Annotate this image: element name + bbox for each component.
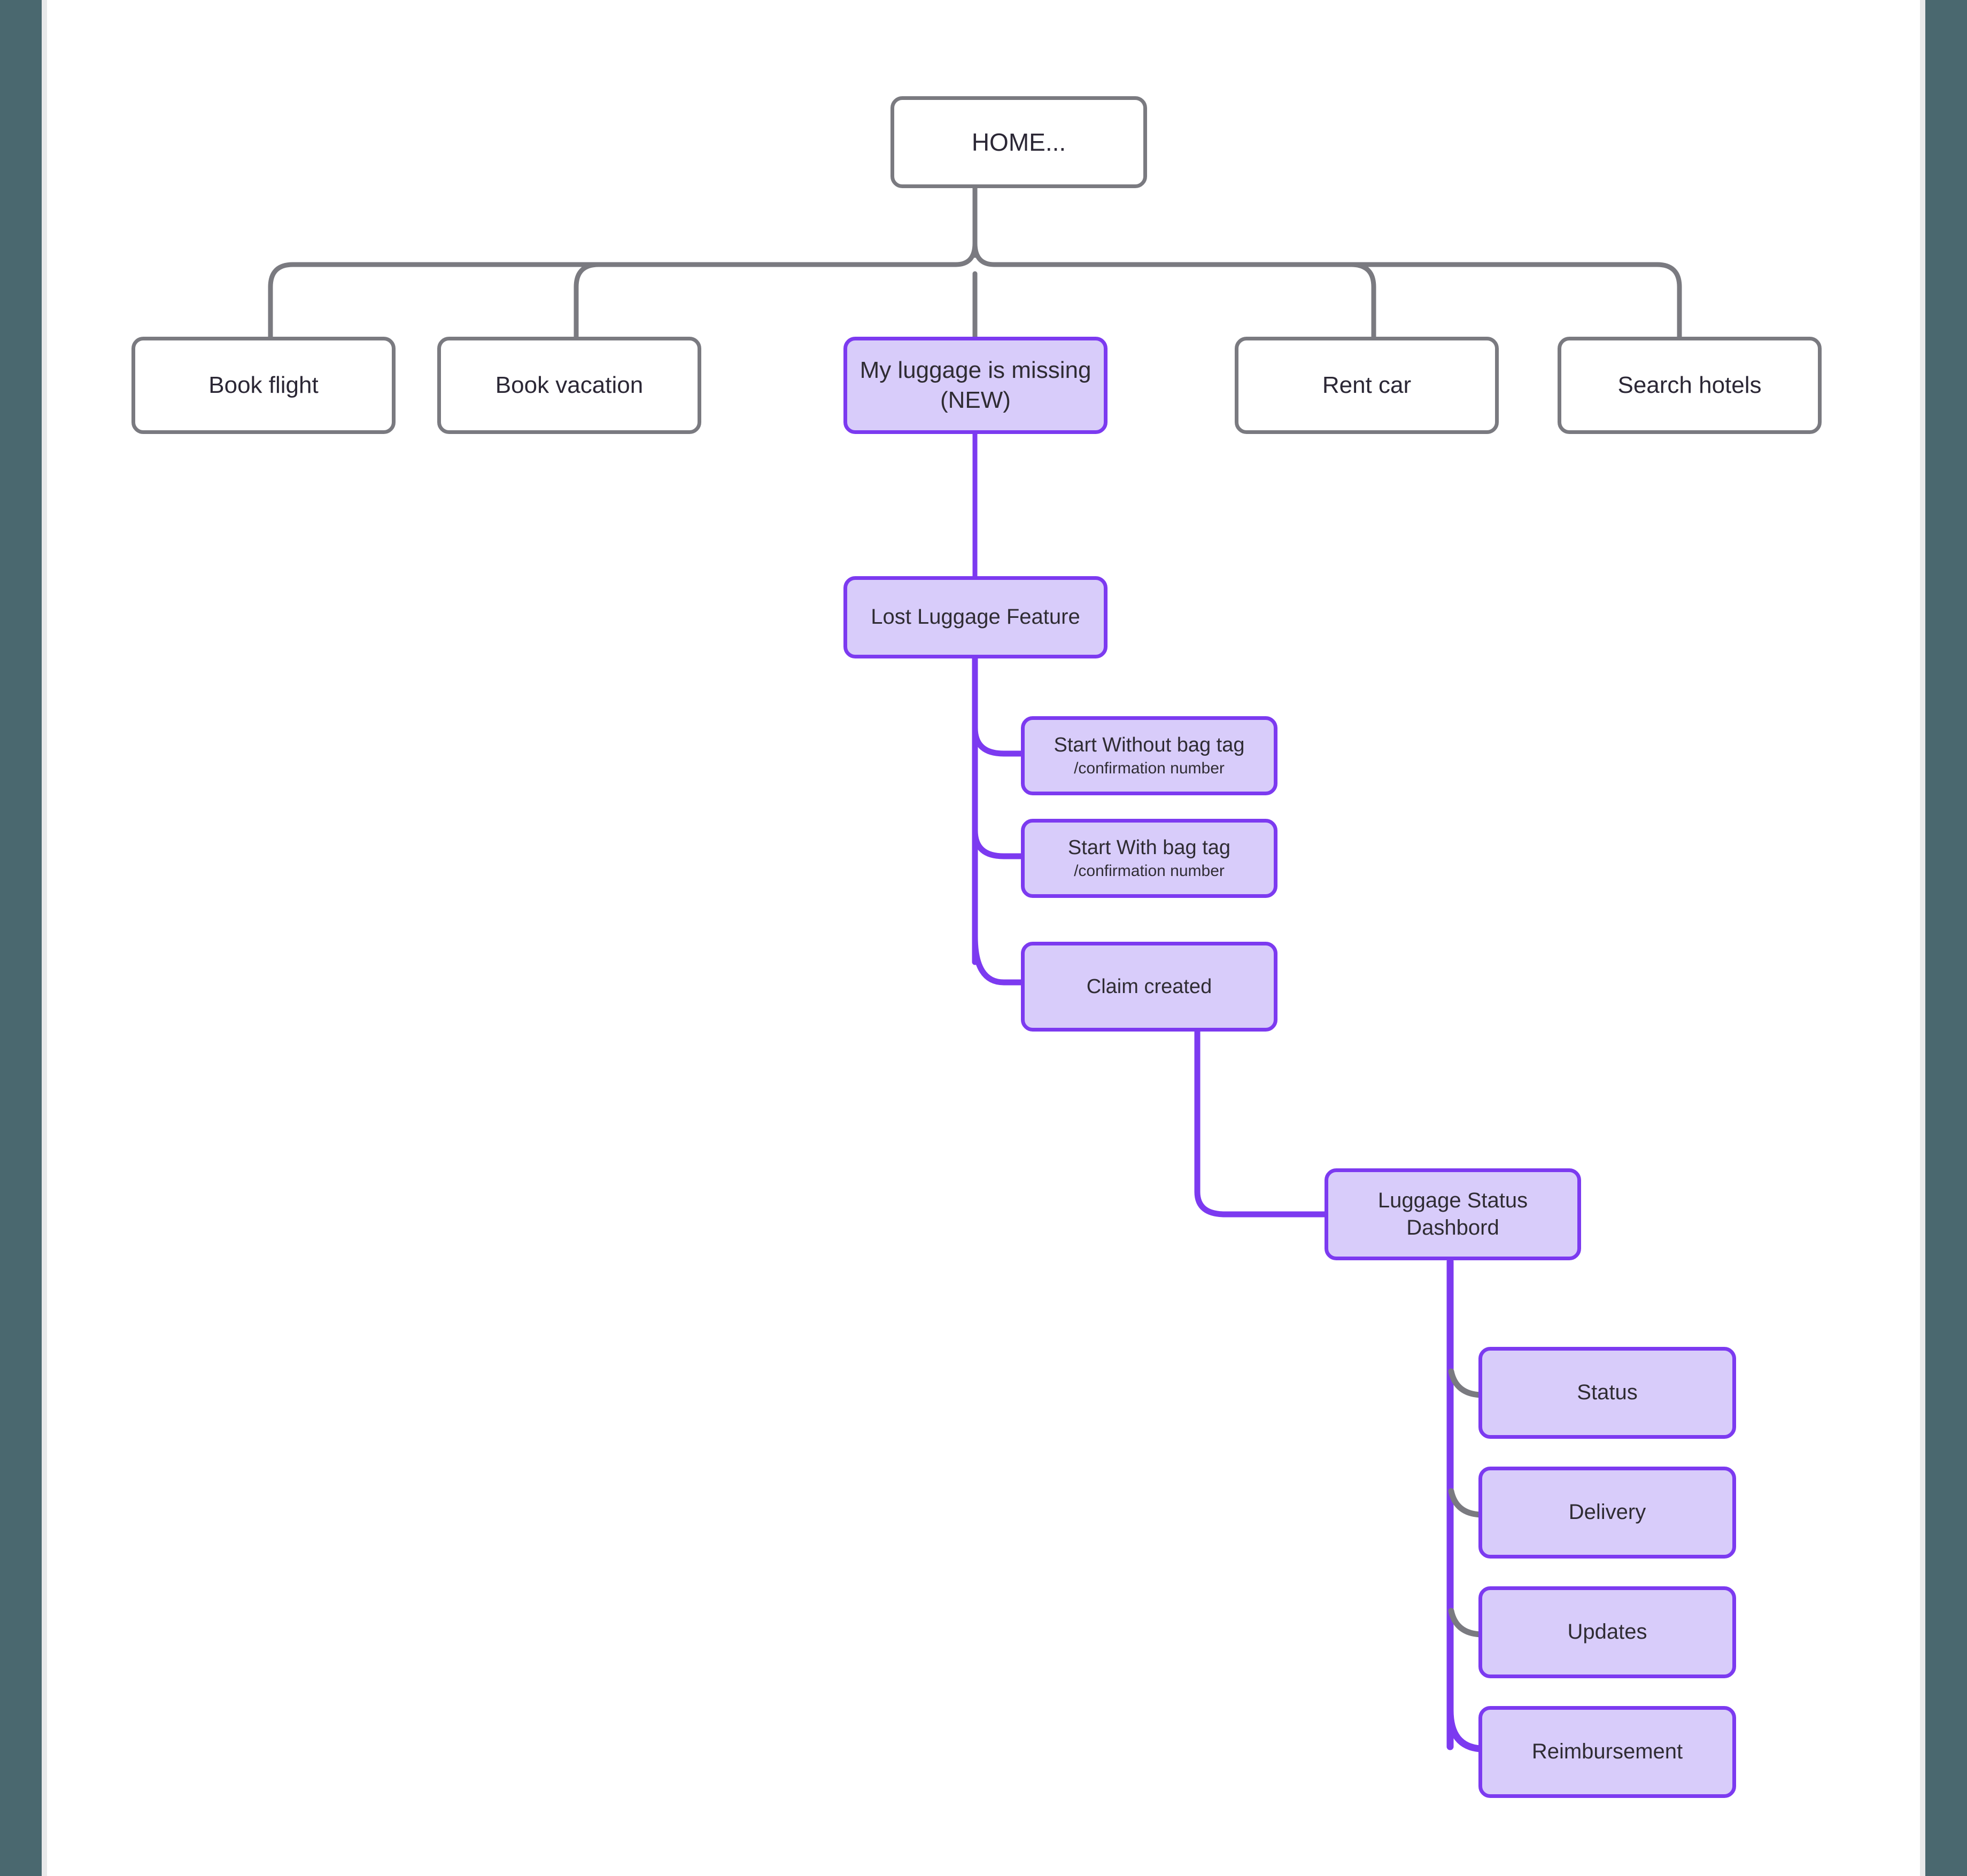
- node-start-with-bag-tag-sublabel: /confirmation number: [1074, 862, 1225, 880]
- node-claim-created-label: Claim created: [1086, 975, 1212, 998]
- node-book-vacation-label: Book vacation: [495, 371, 644, 398]
- edge-home-to-book-flight: [268, 262, 296, 339]
- node-home-label: HOME...: [971, 128, 1066, 156]
- edge-dashboard-to-updates: [1448, 1608, 1484, 1638]
- right-frame-band: [1925, 0, 1967, 1876]
- node-luggage-status-dashbord[interactable]: Luggage Status Dashbord: [1325, 1168, 1581, 1260]
- node-status[interactable]: Status: [1478, 1347, 1736, 1439]
- node-search-hotels[interactable]: Search hotels: [1558, 337, 1822, 434]
- node-home[interactable]: HOME...: [890, 96, 1147, 188]
- node-rent-car-label: Rent car: [1322, 371, 1412, 398]
- node-reimbursement-label: Reimbursement: [1531, 1740, 1683, 1764]
- left-seam: [42, 0, 47, 1876]
- edge-claim-to-dashboard: [1194, 1028, 1328, 1218]
- node-lost-luggage-feature[interactable]: Lost Luggage Feature: [843, 576, 1108, 658]
- diagram-canvas[interactable]: HOME... Book flight Book vacation My lug…: [47, 0, 1920, 1876]
- node-book-flight-label: Book flight: [208, 371, 319, 398]
- node-claim-created[interactable]: Claim created: [1021, 942, 1277, 1032]
- node-start-with-bag-tag-label: Start With bag tag: [1067, 836, 1231, 859]
- node-luggage-status-dashbord-label: Luggage Status Dashbord: [1377, 1188, 1528, 1239]
- edge-feature-to-claim: [972, 933, 1024, 986]
- node-start-without-bag-tag[interactable]: Start Without bag tag /confirmation numb…: [1021, 716, 1277, 795]
- edge-feature-to-start-without: [972, 725, 1024, 757]
- node-updates-label: Updates: [1567, 1620, 1647, 1644]
- node-delivery-label: Delivery: [1568, 1500, 1646, 1524]
- node-luggage-missing[interactable]: My luggage is missing (NEW): [843, 337, 1108, 434]
- edge-dashboard-to-reimbursement: [1446, 1707, 1484, 1753]
- left-frame-band: [0, 0, 42, 1876]
- node-book-flight[interactable]: Book flight: [131, 337, 396, 434]
- right-seam: [1920, 0, 1925, 1876]
- edge-home-to-search-hotels: [1654, 262, 1682, 339]
- edge-junction-right-fillet: [972, 241, 997, 267]
- node-delivery[interactable]: Delivery: [1478, 1467, 1736, 1559]
- edge-feature-to-start-with: [972, 827, 1024, 859]
- edge-home-to-book-vacation: [574, 262, 601, 339]
- edge-dashboard-to-delivery: [1448, 1488, 1484, 1518]
- node-luggage-missing-label: My luggage is missing (NEW): [859, 356, 1091, 413]
- node-reimbursement[interactable]: Reimbursement: [1478, 1706, 1736, 1798]
- edge-home-to-rent-car: [1349, 262, 1376, 339]
- node-search-hotels-label: Search hotels: [1617, 371, 1762, 398]
- node-start-with-bag-tag[interactable]: Start With bag tag /confirmation number: [1021, 819, 1277, 898]
- node-start-without-bag-tag-sublabel: /confirmation number: [1074, 759, 1225, 778]
- node-start-without-bag-tag-label: Start Without bag tag: [1054, 734, 1245, 757]
- edge-junction-left-fillet: [953, 241, 978, 267]
- edge-dashboard-to-status: [1448, 1368, 1484, 1398]
- node-lost-luggage-feature-label: Lost Luggage Feature: [871, 605, 1080, 629]
- node-updates[interactable]: Updates: [1478, 1586, 1736, 1678]
- node-book-vacation[interactable]: Book vacation: [437, 337, 701, 434]
- node-status-label: Status: [1577, 1381, 1638, 1405]
- node-rent-car[interactable]: Rent car: [1235, 337, 1499, 434]
